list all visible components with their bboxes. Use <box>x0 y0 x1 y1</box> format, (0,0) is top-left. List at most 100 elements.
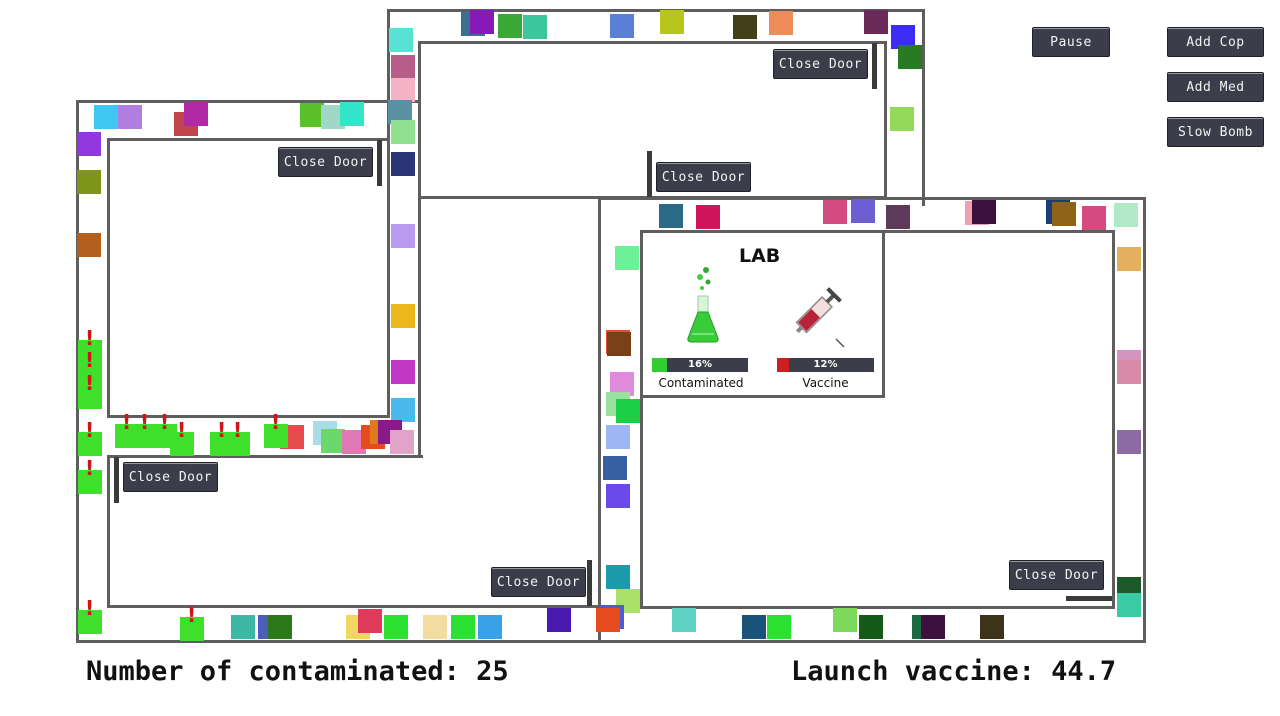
alert-icon: ! <box>271 410 281 434</box>
alert-icon: ! <box>122 410 132 434</box>
person-square <box>606 565 630 589</box>
person-square <box>767 615 791 639</box>
person-square <box>823 200 847 224</box>
person-square <box>890 107 914 131</box>
person-square <box>742 615 766 639</box>
person-square <box>606 425 630 449</box>
person-square <box>547 608 571 632</box>
person-square <box>384 615 408 639</box>
person-square <box>659 204 683 228</box>
person-square <box>1052 202 1076 226</box>
alert-icon: ! <box>187 603 197 627</box>
person-square <box>660 10 684 34</box>
add-med-button[interactable]: Add Med <box>1167 72 1264 102</box>
alert-icon: ! <box>233 418 243 442</box>
person-square <box>886 205 910 229</box>
person-square <box>603 456 627 480</box>
person-square <box>389 28 413 52</box>
door-bar-corridor <box>647 151 652 197</box>
person-square <box>451 615 475 639</box>
slow-bomb-button[interactable]: Slow Bomb <box>1167 117 1264 147</box>
close-door-button-east[interactable]: Close Door <box>1009 560 1104 590</box>
alert-icon: ! <box>160 410 170 434</box>
person-square <box>851 199 875 223</box>
alert-icon: ! <box>85 326 95 350</box>
person-square <box>1117 593 1141 617</box>
add-cop-button[interactable]: Add Cop <box>1167 27 1264 57</box>
person-square <box>859 615 883 639</box>
alert-icon: ! <box>217 418 227 442</box>
door-bar-south <box>587 560 592 606</box>
person-square <box>391 55 415 79</box>
close-door-button-north[interactable]: Close Door <box>773 49 868 79</box>
person-square <box>321 429 345 453</box>
infected-person <box>78 340 102 364</box>
close-door-button-corridor[interactable]: Close Door <box>656 162 751 192</box>
infected-person <box>78 470 102 494</box>
building-outer-wall-bottom <box>76 455 636 643</box>
door-bar-east <box>1066 596 1112 601</box>
person-square <box>391 78 415 102</box>
person-square <box>1114 203 1138 227</box>
person-square <box>391 152 415 176</box>
person-square <box>864 10 888 34</box>
person-square <box>77 233 101 257</box>
person-square <box>118 105 142 129</box>
person-square <box>616 399 640 423</box>
contaminated-count-text: Number of contaminated: 25 <box>86 656 509 687</box>
room-west <box>107 138 390 418</box>
person-square <box>523 15 547 39</box>
person-square <box>94 105 118 129</box>
person-square <box>391 120 415 144</box>
person-square <box>610 14 634 38</box>
pause-button[interactable]: Pause <box>1032 27 1110 57</box>
person-square <box>972 200 996 224</box>
flask-icon <box>687 267 719 343</box>
person-square <box>391 224 415 248</box>
person-square <box>672 608 696 632</box>
close-door-button-south[interactable]: Close Door <box>491 567 586 597</box>
person-square <box>921 615 945 639</box>
person-square <box>615 246 639 270</box>
close-door-button-southwest[interactable]: Close Door <box>123 462 218 492</box>
person-square <box>184 102 208 126</box>
alert-icon: ! <box>85 371 95 395</box>
contaminated-progress-fill <box>652 358 668 372</box>
infected-person <box>180 617 204 641</box>
person-square <box>391 304 415 328</box>
person-square <box>77 170 101 194</box>
person-square <box>833 608 857 632</box>
syringe-icon <box>795 287 845 348</box>
person-square <box>733 15 757 39</box>
person-square <box>606 484 630 508</box>
person-square <box>340 102 364 126</box>
person-square <box>1082 206 1106 230</box>
person-square <box>980 615 1004 639</box>
person-square <box>358 609 382 633</box>
person-square <box>1117 430 1141 454</box>
person-square <box>1117 360 1141 384</box>
vaccine-percent: 12% <box>813 359 838 370</box>
contaminated-percent: 16% <box>688 359 712 370</box>
infected-person <box>78 362 102 386</box>
infected-person <box>78 610 102 634</box>
launch-vaccine-text: Launch vaccine: 44.7 <box>791 656 1117 687</box>
person-square <box>231 615 255 639</box>
vaccine-progress-fill <box>777 358 789 372</box>
close-door-button-west[interactable]: Close Door <box>278 147 373 177</box>
infected-person <box>78 432 102 456</box>
person-square <box>391 360 415 384</box>
infected-person <box>226 432 250 456</box>
vaccine-label: Vaccine <box>802 376 849 390</box>
person-square <box>498 14 522 38</box>
door-bar-southwest <box>114 457 119 503</box>
person-square <box>696 205 720 229</box>
person-square <box>268 615 292 639</box>
alert-icon: ! <box>85 456 95 480</box>
person-square <box>300 103 324 127</box>
person-square <box>1117 247 1141 271</box>
alert-icon: ! <box>85 418 95 442</box>
person-square <box>596 608 620 632</box>
alert-icon: ! <box>140 410 150 434</box>
lab-title: LAB <box>739 245 781 267</box>
